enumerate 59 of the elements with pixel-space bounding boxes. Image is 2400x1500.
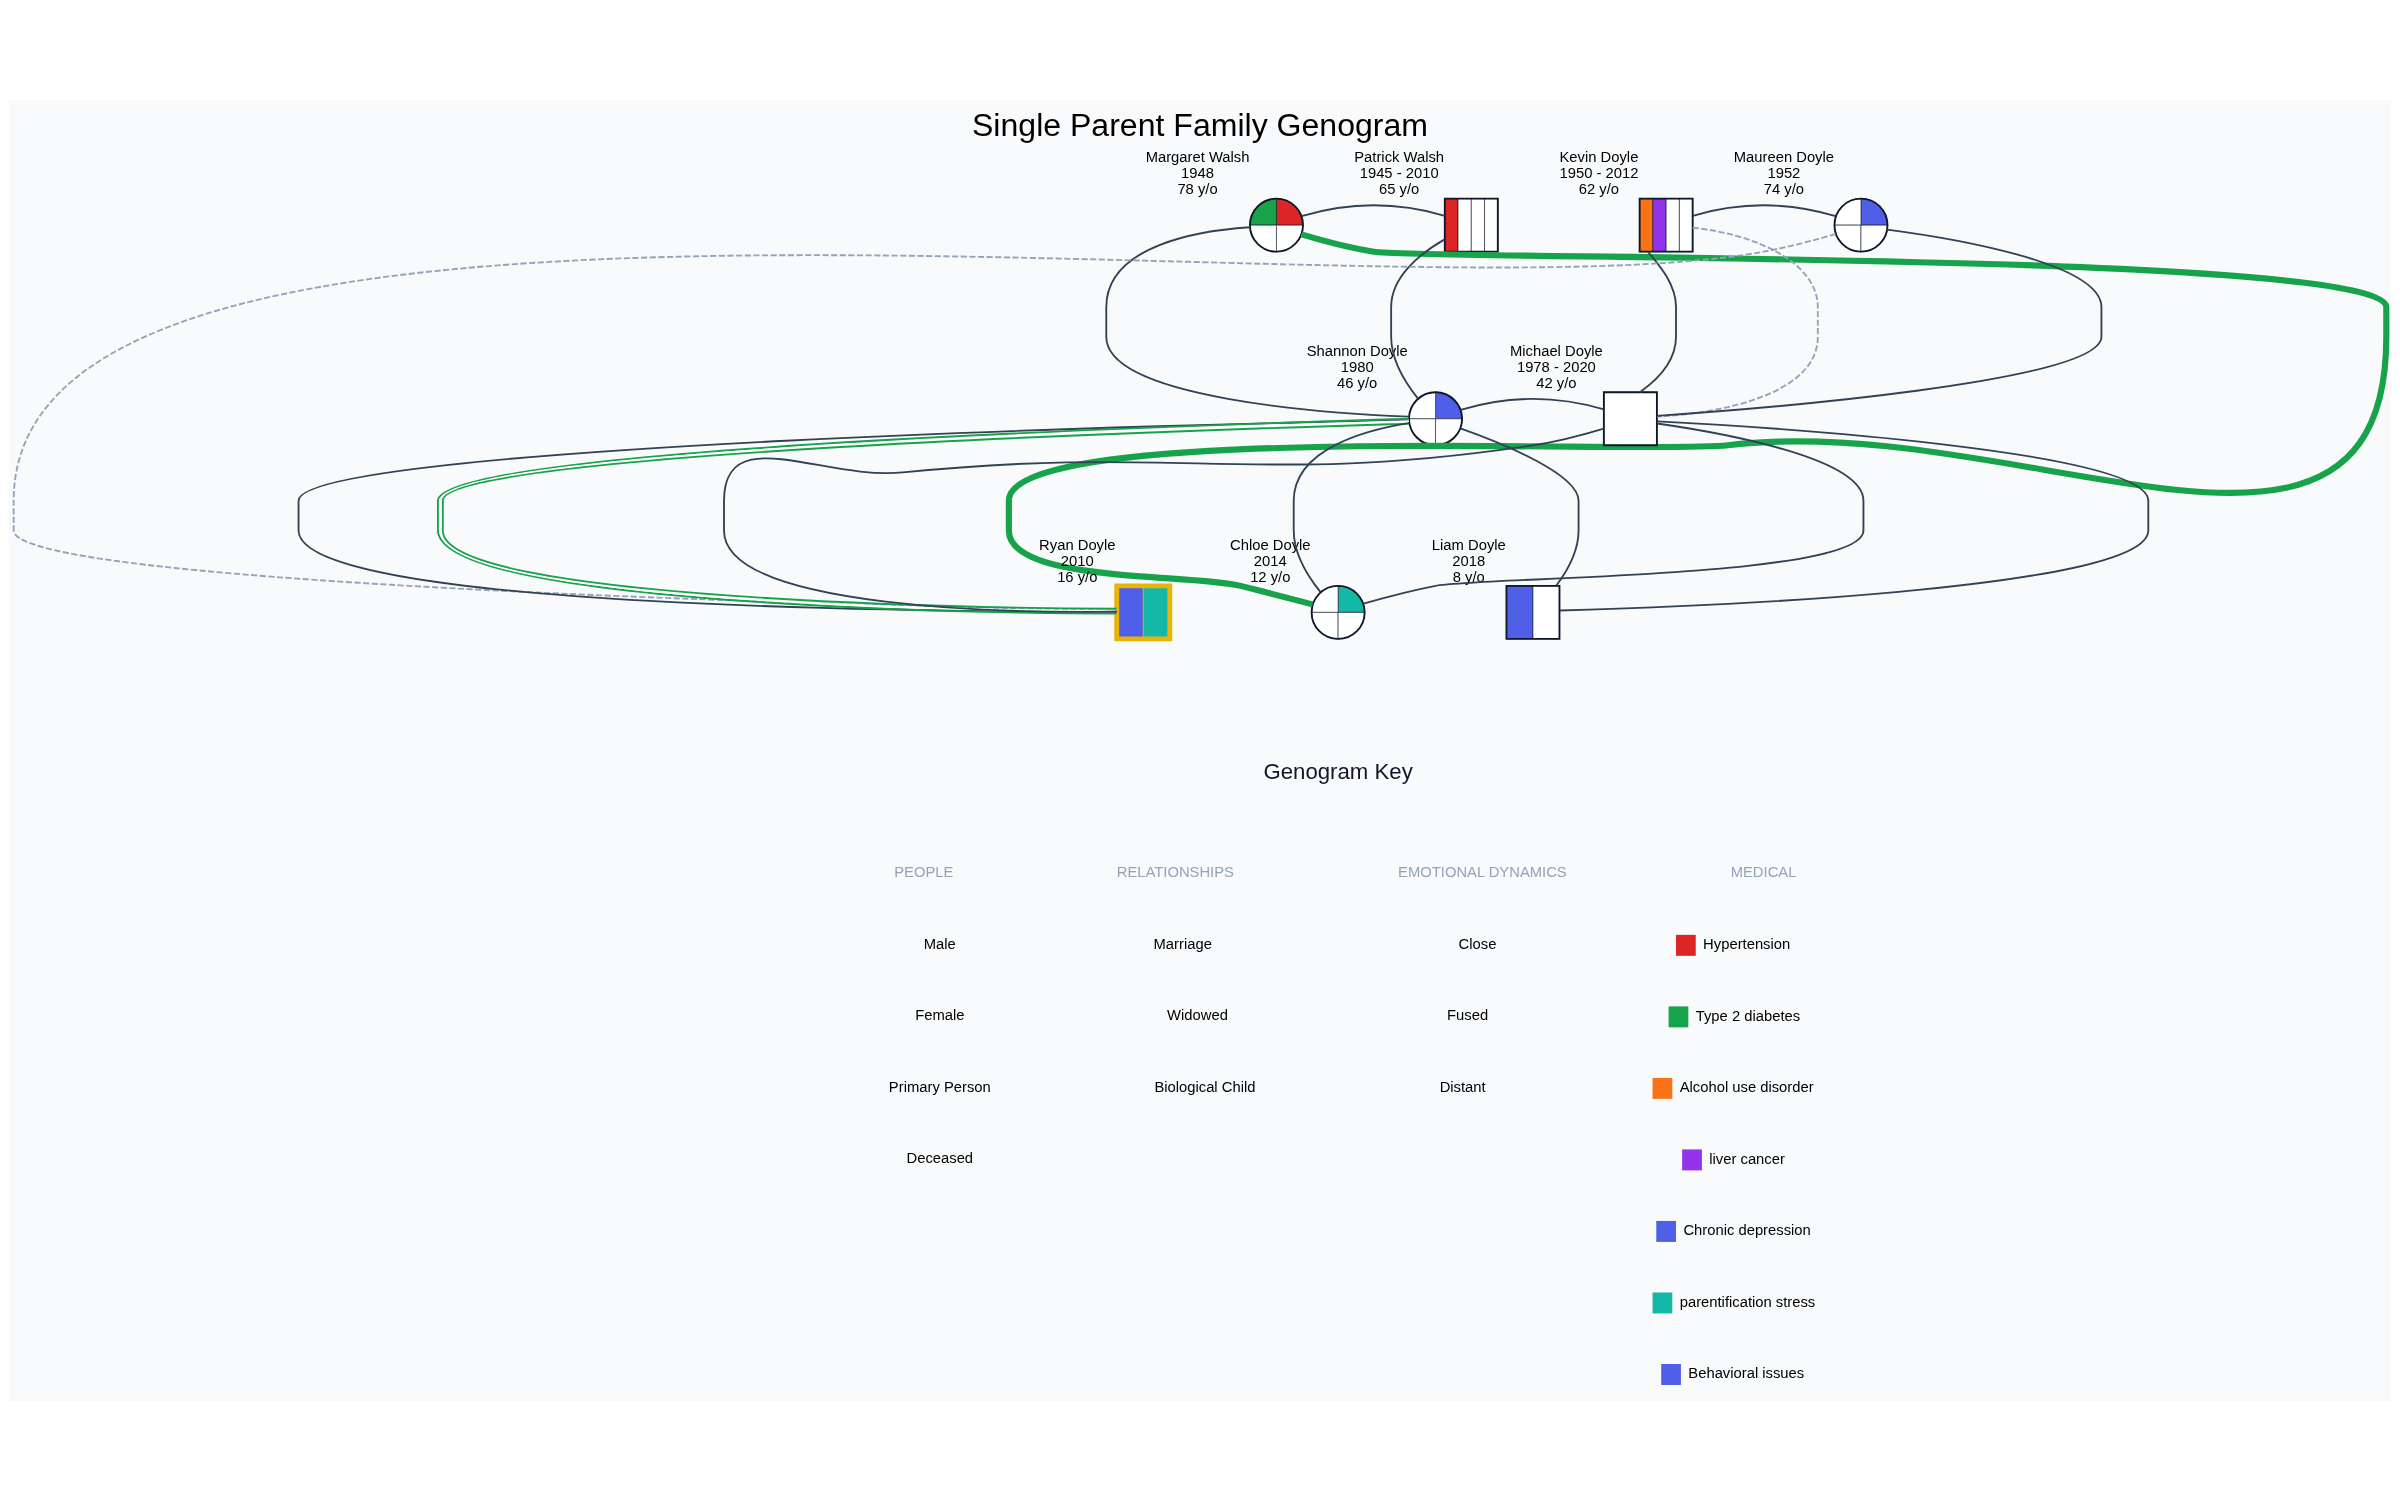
node-label: 74 y/o <box>1763 180 1805 197</box>
legend-label: parentification stress <box>1679 1293 1816 1310</box>
node-label: 78 y/o <box>1177 180 1218 197</box>
label: Genogram Key <box>1263 758 1413 784</box>
node-label: Kevin Doyle <box>1559 148 1639 165</box>
legend-label: Hypertension <box>1703 935 1791 952</box>
legend-label: Biological Child <box>1154 1078 1256 1095</box>
connector <box>1300 203 1446 217</box>
legend-label: Primary Person <box>888 1078 991 1095</box>
connector <box>1691 203 1837 217</box>
legend-label: Female <box>915 1006 965 1023</box>
node-label: 12 y/o <box>1250 568 1291 585</box>
legend-label: Distant <box>1439 1078 1486 1095</box>
legend-label: Type 2 diabetes <box>1695 1007 1801 1024</box>
node-label: Michael Doyle <box>1509 342 1603 359</box>
node-label: 2018 <box>1452 552 1486 569</box>
node-label: Maureen Doyle <box>1733 148 1835 165</box>
node-label: 1952 <box>1767 164 1801 181</box>
connector <box>1362 422 1865 605</box>
node-label: 1978 - 2020 <box>1516 358 1596 375</box>
node-label: 1948 <box>1181 164 1214 181</box>
node-label: 8 y/o <box>1452 568 1485 585</box>
connector <box>1656 226 1819 418</box>
connector <box>1656 228 2103 417</box>
label: MEDICAL <box>1730 863 1797 880</box>
node-label: 1980 <box>1340 358 1374 375</box>
node-label: 42 y/o <box>1536 374 1577 391</box>
node-label: 2010 <box>1060 552 1094 569</box>
connector <box>1005 230 2390 607</box>
node-label: 62 y/o <box>1578 180 1620 197</box>
legend-label: Marriage <box>1153 935 1212 952</box>
legend-label: Male <box>923 935 956 952</box>
legend-label: liver cancer <box>1709 1150 1785 1167</box>
legend-label: Alcohol use disorder <box>1679 1078 1814 1095</box>
node-label: 65 y/o <box>1379 180 1420 197</box>
connector <box>1459 427 1580 586</box>
legend-label: Fused <box>1447 1006 1489 1023</box>
label: EMOTIONAL DYNAMICS <box>1398 863 1567 880</box>
node-label: 2014 <box>1253 552 1287 569</box>
connector <box>1558 419 2150 611</box>
label: RELATIONSHIPS <box>1116 863 1234 880</box>
connector <box>1390 237 1446 399</box>
node-label: Patrick Walsh <box>1354 148 1445 165</box>
connector <box>1459 397 1605 411</box>
label: PEOPLE <box>894 863 954 880</box>
node-label: Liam Doyle <box>1431 536 1506 553</box>
connector <box>1639 250 1677 393</box>
connector <box>1292 421 1411 593</box>
diagram-title: Single Parent Family Genogram <box>972 106 1428 143</box>
node-label: Ryan Doyle <box>1039 536 1116 553</box>
legend-label: Deceased <box>906 1149 974 1166</box>
node-label: 1950 - 2012 <box>1559 164 1639 181</box>
node-label: Margaret Walsh <box>1145 148 1250 165</box>
node-label: 1945 - 2010 <box>1359 164 1439 181</box>
node-label: 46 y/o <box>1337 374 1378 391</box>
legend-label: Chronic depression <box>1683 1221 1811 1238</box>
legend-label: Close <box>1458 935 1497 952</box>
legend-label: Widowed <box>1167 1006 1228 1023</box>
legend-label: Behavioral issues <box>1688 1364 1805 1381</box>
